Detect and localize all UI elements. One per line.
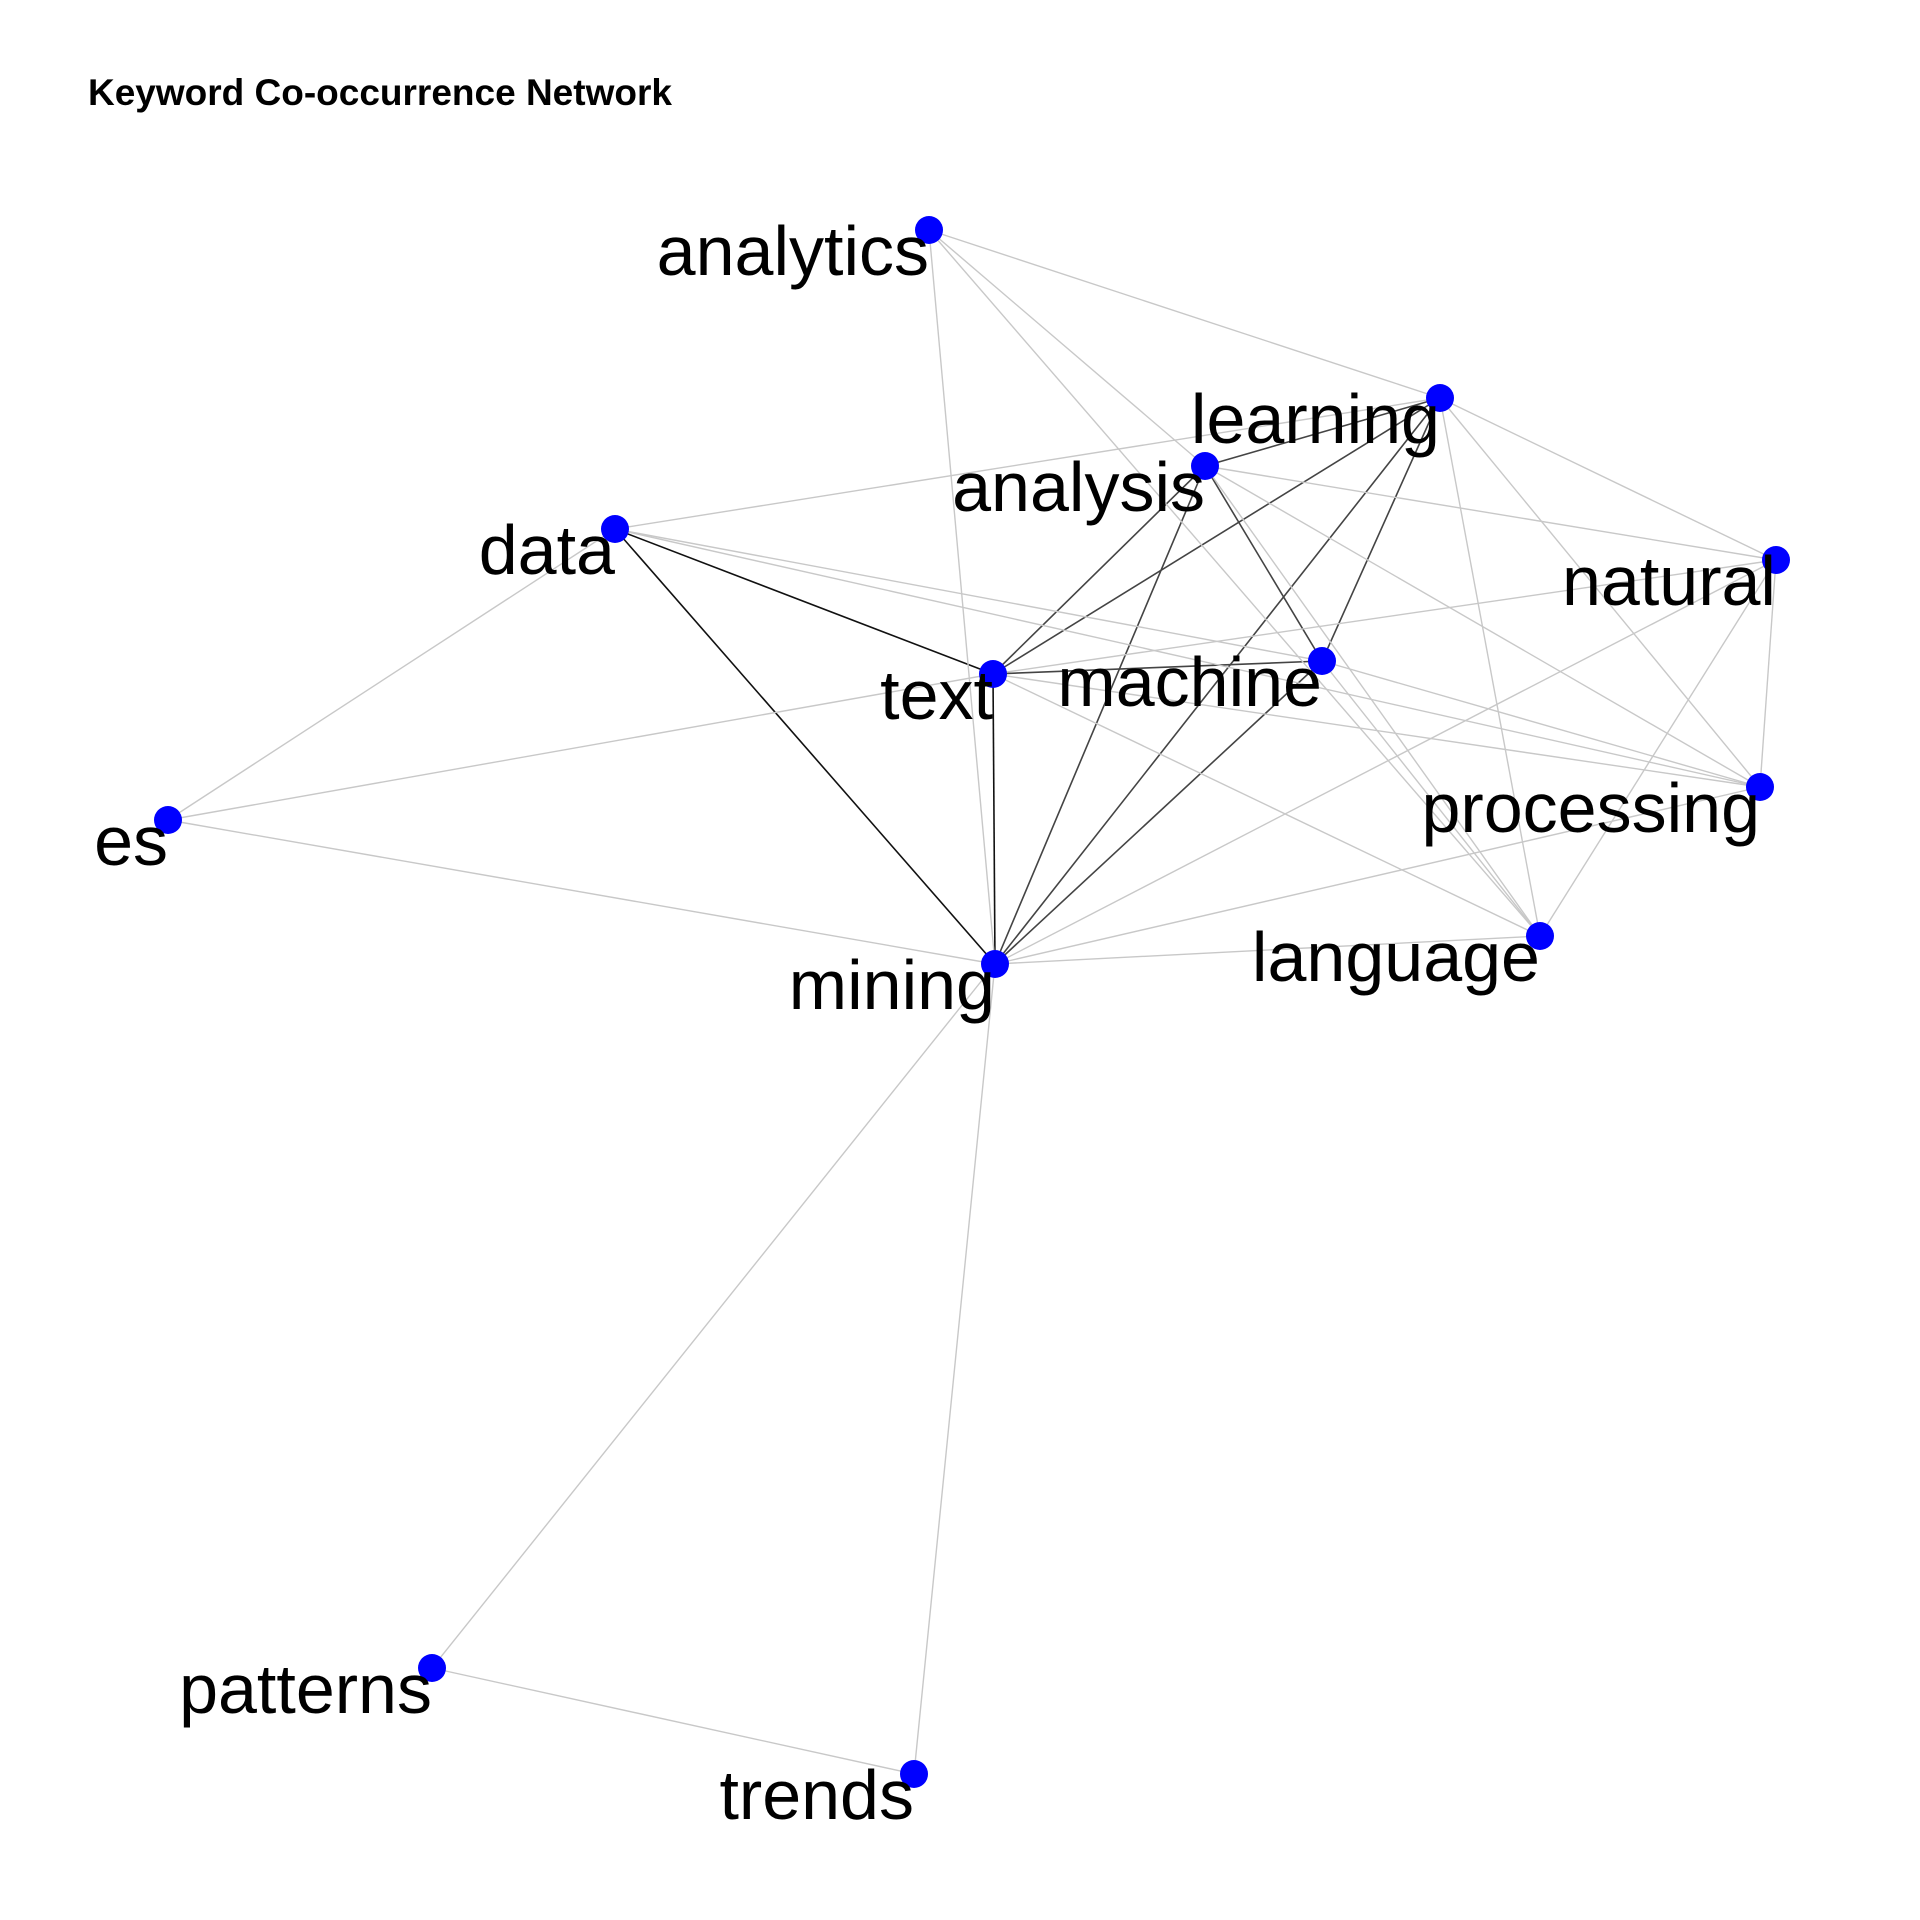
edge-learning-machine <box>1321 397 1441 662</box>
edge-mining-analysis <box>994 465 1206 965</box>
edge-natural-text <box>992 559 1777 675</box>
edge-text-mining <box>992 673 996 965</box>
edge-learning-processing <box>1439 397 1761 788</box>
edge-analytics-mining <box>928 229 996 965</box>
node-label-analytics: analytics <box>657 212 929 290</box>
edge-learning-language <box>1439 397 1541 937</box>
edge-analytics-analysis <box>928 229 1206 467</box>
node-natural <box>1762 546 1790 574</box>
edge-text-analysis <box>992 465 1206 675</box>
node-label-analysis: analysis <box>952 448 1205 526</box>
edge-analysis-processing <box>1204 465 1761 788</box>
node-label-patterns: patterns <box>179 1650 432 1728</box>
edge-analysis-machine <box>1204 465 1323 662</box>
edge-data-mining <box>614 528 996 965</box>
edge-mining-es <box>167 819 996 965</box>
node-label-learning: learning <box>1191 380 1440 458</box>
edge-text-language <box>992 673 1541 937</box>
edge-mining-machine <box>994 660 1323 965</box>
edge-data-learning <box>614 397 1441 530</box>
node-es <box>154 806 182 834</box>
edge-analytics-language <box>928 229 1541 937</box>
node-processing <box>1746 773 1774 801</box>
edge-analysis-learning <box>1204 397 1441 467</box>
edge-machine-processing <box>1321 660 1761 788</box>
node-learning <box>1426 384 1454 412</box>
node-label-machine: machine <box>1057 643 1322 721</box>
edge-text-processing <box>992 673 1761 788</box>
node-label-language: language <box>1252 918 1540 996</box>
node-label-mining: mining <box>789 946 995 1024</box>
edge-natural-processing <box>1759 559 1777 788</box>
edge-text-es <box>167 673 994 821</box>
node-label-natural: natural <box>1562 542 1776 620</box>
node-analytics <box>915 216 943 244</box>
edge-text-learning <box>992 397 1441 675</box>
edge-data-processing <box>614 528 1761 788</box>
node-label-trends: trends <box>719 1756 914 1834</box>
edge-mining-trends <box>913 963 996 1775</box>
node-label-es: es <box>94 802 168 880</box>
edge-data-machine <box>614 528 1323 662</box>
edge-machine-language <box>1321 660 1541 937</box>
edge-mining-processing <box>994 786 1761 965</box>
edge-analysis-language <box>1204 465 1541 937</box>
node-label-processing: processing <box>1421 769 1760 847</box>
node-text <box>979 660 1007 688</box>
edge-analysis-natural <box>1204 465 1777 561</box>
edge-patterns-trends <box>431 1667 915 1775</box>
edge-natural-language <box>1539 559 1777 937</box>
edge-mining-patterns <box>431 963 996 1669</box>
node-machine <box>1308 647 1336 675</box>
node-mining <box>981 950 1009 978</box>
edge-mining-language <box>994 935 1541 965</box>
node-language <box>1526 922 1554 950</box>
node-data <box>601 515 629 543</box>
chart-title: Keyword Co-occurrence Network <box>88 72 672 113</box>
edge-data-text <box>614 528 994 675</box>
edge-analytics-learning <box>928 229 1441 399</box>
edge-natural-mining <box>994 559 1777 965</box>
node-trends <box>900 1760 928 1788</box>
node-label-data: data <box>479 511 615 589</box>
edge-es-data <box>167 528 616 821</box>
node-label-text: text <box>880 656 993 734</box>
edge-text-machine <box>992 660 1323 675</box>
edge-learning-natural <box>1439 397 1777 561</box>
node-analysis <box>1191 452 1219 480</box>
node-patterns <box>418 1654 446 1682</box>
